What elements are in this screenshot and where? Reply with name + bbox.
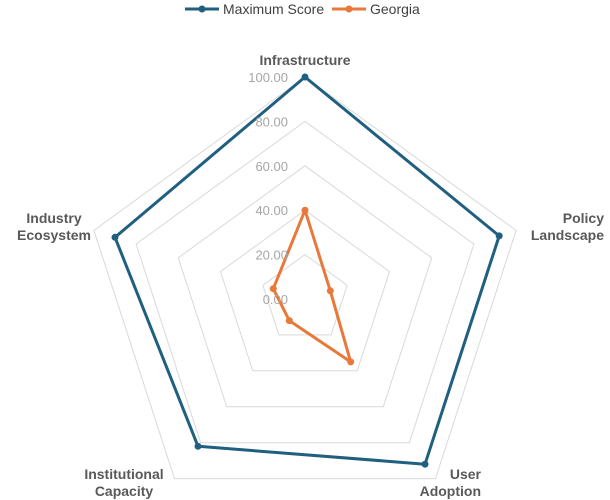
grid-layer bbox=[93, 76, 517, 480]
series-layer bbox=[111, 73, 503, 468]
legend-label: Maximum Score bbox=[223, 1, 324, 17]
tick-label: 40.00 bbox=[255, 203, 288, 218]
tick-labels: 0.00 20.00 40.00 60.00 80.00 100.00 bbox=[248, 70, 288, 307]
series-point-1-4 bbox=[269, 285, 277, 293]
series-point-1-1 bbox=[326, 287, 334, 295]
legend: Maximum Score Georgia bbox=[185, 1, 420, 17]
series-point-0-3 bbox=[194, 442, 202, 450]
tick-label: 0.00 bbox=[263, 292, 288, 307]
series-point-0-0 bbox=[301, 73, 309, 81]
legend-item[interactable]: Maximum Score bbox=[185, 1, 324, 17]
grid-ring bbox=[177, 165, 433, 408]
legend-item[interactable]: Georgia bbox=[332, 1, 420, 17]
series-line-0 bbox=[113, 75, 501, 466]
legend-swatch-marker bbox=[345, 5, 353, 13]
tick-label: 60.00 bbox=[255, 159, 288, 174]
grid-ring bbox=[262, 253, 348, 336]
category-label: Infrastructure bbox=[259, 52, 350, 68]
legend-swatch-marker bbox=[198, 5, 206, 13]
series-point-0-1 bbox=[495, 232, 503, 240]
series-point-0-4 bbox=[111, 233, 119, 241]
grid-ring bbox=[135, 120, 475, 444]
tick-label: 100.00 bbox=[248, 70, 288, 85]
series-point-0-2 bbox=[421, 460, 429, 468]
series-line-1 bbox=[271, 208, 353, 364]
series-point-1-0 bbox=[301, 206, 309, 214]
grid-ring bbox=[219, 209, 391, 372]
tick-label: 20.00 bbox=[255, 248, 288, 263]
tick-label: 80.00 bbox=[255, 114, 288, 129]
series-point-1-2 bbox=[347, 358, 355, 366]
legend-label: Georgia bbox=[370, 1, 420, 17]
series-point-1-3 bbox=[285, 317, 293, 325]
grid-ring bbox=[93, 76, 517, 480]
